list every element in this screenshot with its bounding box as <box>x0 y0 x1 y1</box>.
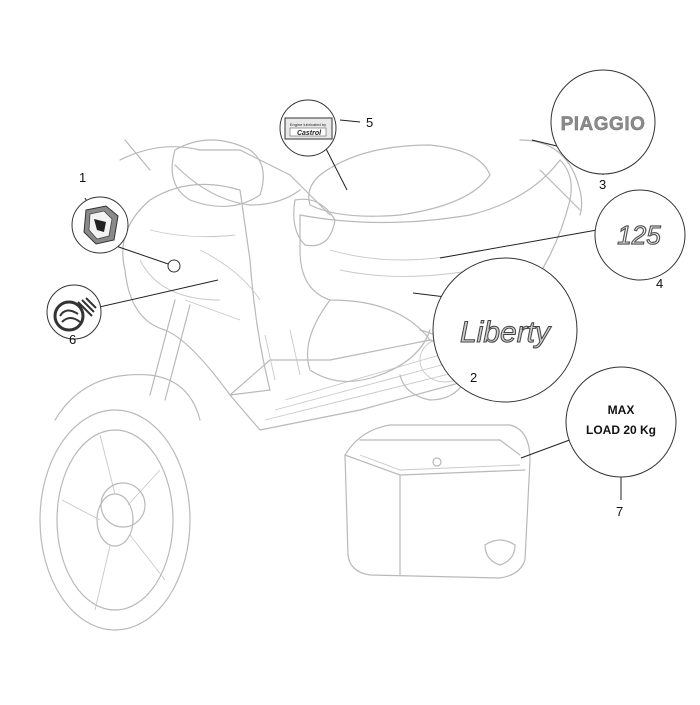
front-shield <box>122 183 271 396</box>
top-box <box>344 424 531 579</box>
callout-1-number: 1 <box>79 170 86 185</box>
warning-decal-icon <box>53 300 85 332</box>
callout-2: Liberty 2 <box>432 257 578 403</box>
liberty-script-logo: Liberty <box>460 316 552 349</box>
max-load-line1: MAX <box>608 403 635 417</box>
item-1-target-dot <box>167 259 181 273</box>
callout-6: 6 <box>46 284 102 347</box>
callout-6-number: 6 <box>69 332 76 347</box>
callout-2-number: 2 <box>470 370 477 385</box>
front-wheel <box>39 409 191 631</box>
callout-5-number: 5 <box>366 115 373 130</box>
scooter-drawing <box>39 139 583 631</box>
callout-5: Engine lubricated by Castrol 5 <box>279 99 373 157</box>
handlebar <box>119 146 301 206</box>
displacement-badge: 125 <box>617 220 661 250</box>
castrol-sticker-brand: Castrol <box>297 130 322 137</box>
callout-7-number: 7 <box>616 504 623 519</box>
callout-3-number: 3 <box>599 177 606 192</box>
piaggio-wordmark: PIAGGIO <box>561 114 646 135</box>
seat <box>308 144 491 217</box>
max-load-line2: LOAD 20 Kg <box>586 423 656 437</box>
callout-3: PIAGGIO 3 <box>550 69 656 192</box>
callout-1: 1 <box>71 170 129 254</box>
callout-7: MAX LOAD 20 Kg 7 <box>565 366 677 519</box>
callout-4-number: 4 <box>656 276 663 291</box>
callout-4: 125 4 <box>594 189 686 291</box>
castrol-sticker-line1: Engine lubricated by <box>290 122 326 127</box>
